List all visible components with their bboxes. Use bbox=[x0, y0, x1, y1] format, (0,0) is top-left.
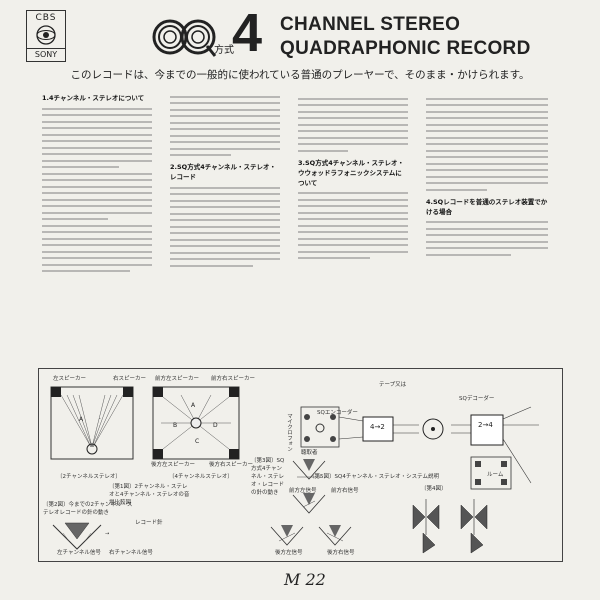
svg-text:D: D bbox=[213, 422, 218, 429]
svg-text:A: A bbox=[191, 402, 196, 409]
record-groove-label: レコード針 bbox=[135, 520, 163, 526]
front-right-speaker-label: 前方右スピーカー bbox=[211, 376, 256, 382]
rear-right-signal-label: 後方右信号 bbox=[327, 550, 355, 556]
section-heading: 2.SQ方式4チャンネル・ステレオ・レコード bbox=[170, 163, 277, 181]
section-heading: 3.SQ方式4チャンネル・ステレオ・ウウォッドラフォニックシステムについて bbox=[298, 158, 405, 187]
text-column-4: 4.SQレコードを普通のステレオ装置でかける場合 bbox=[426, 93, 548, 438]
encoder-matrix-label: 4→2 bbox=[370, 423, 385, 431]
svg-text:→: → bbox=[105, 531, 109, 537]
rear-left-signal-label: 後方左信号 bbox=[275, 550, 303, 556]
left-speaker-label: 左スピーカー bbox=[53, 376, 87, 382]
stereo-groove-diagram: → bbox=[52, 522, 109, 550]
svg-text:B: B bbox=[173, 422, 177, 429]
cbs-label: CBS bbox=[35, 13, 57, 23]
text-column-1: 1.4チャンネル・ステレオについて bbox=[42, 93, 152, 438]
svg-text:A: A bbox=[79, 416, 84, 423]
intro-sentence: このレコードは、今までの一般的に使われている普通のプレーヤーで、そのまま・かけら… bbox=[70, 69, 530, 81]
listener-label: 聴取者 bbox=[301, 450, 318, 456]
two-channel-field-diagram: A · bbox=[50, 386, 134, 460]
rear-left-speaker-label: 後方左スピーカー bbox=[151, 462, 196, 468]
right-channel-label: 右チャンネル信号 bbox=[109, 550, 153, 556]
decoder-matrix-label: 2→4 bbox=[478, 421, 493, 429]
catalog-number: M 22 bbox=[284, 570, 326, 589]
diagram-panel: 左スピーカー 右スピーカー 前方左スピーカー 前方右スピーカー A · bbox=[38, 368, 563, 562]
front-left-signal-label: 前方左信号 bbox=[289, 488, 317, 494]
cbs-eye-icon bbox=[36, 25, 56, 45]
two-channel-caption: 〔2チャンネルステレオ〕 bbox=[57, 474, 121, 480]
text-column-2: 2.SQ方式4チャンネル・ステレオ・レコード bbox=[170, 91, 280, 436]
figure-5-caption: 〔第5図〕SQ4チャンネル・ステレオ・システム説明 bbox=[309, 474, 439, 480]
section-heading: 1.4チャンネル・ステレオについて bbox=[42, 94, 145, 102]
front-left-speaker-label: 前方左スピーカー bbox=[155, 376, 200, 382]
room-label: ルーム bbox=[487, 472, 504, 478]
four-channel-caption: 〔4チャンネルステレオ〕 bbox=[169, 474, 233, 480]
left-channel-label: 左チャンネル信号 bbox=[57, 550, 101, 556]
svg-text:·: · bbox=[99, 416, 101, 423]
figure-4-caption: 〔第4図〕 bbox=[421, 486, 447, 492]
cbs-sony-logo: CBS SONY bbox=[26, 10, 66, 62]
four-channel-field-diagram: A B D C bbox=[152, 386, 240, 460]
figure-3-caption: 〔第3図〕SQ方式4チャンネル・ステレオ・レコードの針の動き bbox=[251, 458, 285, 496]
rear-right-speaker-label: 後方右スピーカー bbox=[209, 462, 254, 468]
figure-2-caption: 〔第2図〕今までの2チャンネル・ステレオレコードの針の動き bbox=[43, 502, 133, 516]
encoder-label: SQエンコーダー bbox=[317, 410, 358, 416]
title-line-1: CHANNEL STEREO bbox=[280, 14, 461, 35]
sq-groove-diagram bbox=[270, 459, 352, 546]
method-label: 方式 bbox=[214, 45, 234, 56]
section-heading: 4.SQレコードを普通のステレオ装置でかける場合 bbox=[426, 197, 548, 216]
mic-label: マイクロフォン bbox=[286, 413, 292, 452]
decoder-label: SQデコーダー bbox=[459, 396, 495, 402]
svg-text:C: C bbox=[195, 438, 199, 445]
front-right-signal-label: 前方右信号 bbox=[331, 488, 359, 494]
tape-label: テープ又は bbox=[379, 382, 407, 388]
sq-system-block-diagram bbox=[300, 406, 539, 490]
sony-label: SONY bbox=[27, 48, 65, 59]
text-column-3: 3.SQ方式4チャンネル・ステレオ・ウウォッドラフォニックシステムについて bbox=[298, 93, 408, 438]
right-speaker-label: 右スピーカー bbox=[113, 376, 147, 382]
stylus-motion-diagram bbox=[412, 499, 488, 554]
channel-count: 4 bbox=[232, 3, 263, 63]
figure-1-caption: 〔第1図〕2チャンネル・ステレオと4チャンネル・ステレオの音場比較図 bbox=[109, 484, 190, 506]
sq-logo-icon bbox=[152, 19, 217, 57]
title-line-2: QUADRAPHONIC RECORD bbox=[280, 38, 531, 59]
